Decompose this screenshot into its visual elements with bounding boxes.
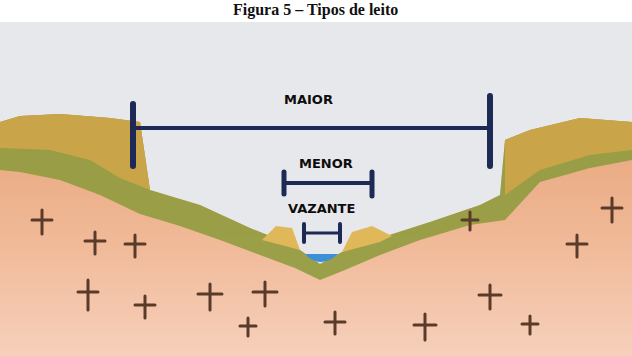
figure-title: Figura 5 – Tipos de leito	[233, 1, 398, 19]
sand-bar	[342, 226, 392, 252]
vegetation-layer	[0, 114, 632, 280]
soil-crosses	[32, 198, 622, 340]
width-brackets	[133, 96, 490, 242]
bed-label: MENOR	[299, 156, 353, 171]
bed-label: MAIOR	[284, 92, 333, 107]
sand-bar	[262, 226, 300, 250]
title-band	[0, 0, 632, 22]
bed-label: VAZANTE	[288, 201, 355, 216]
water	[305, 254, 338, 262]
left-bank-top	[0, 114, 150, 190]
soil-body	[0, 114, 632, 356]
right-bank-top	[505, 118, 632, 195]
